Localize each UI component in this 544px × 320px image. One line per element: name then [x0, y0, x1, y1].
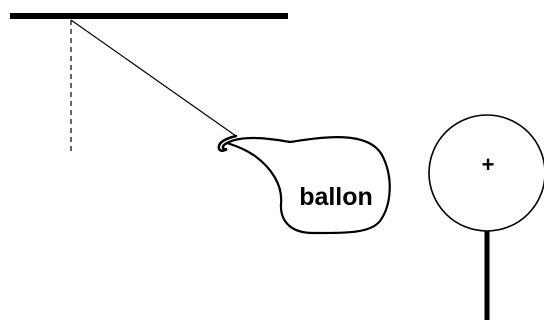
suspension-string — [70, 19, 237, 137]
balloon-knot — [217, 134, 238, 152]
balloon-label: ballon — [299, 183, 373, 211]
balloon-outline — [225, 136, 391, 235]
charge-sign: + — [482, 152, 495, 177]
